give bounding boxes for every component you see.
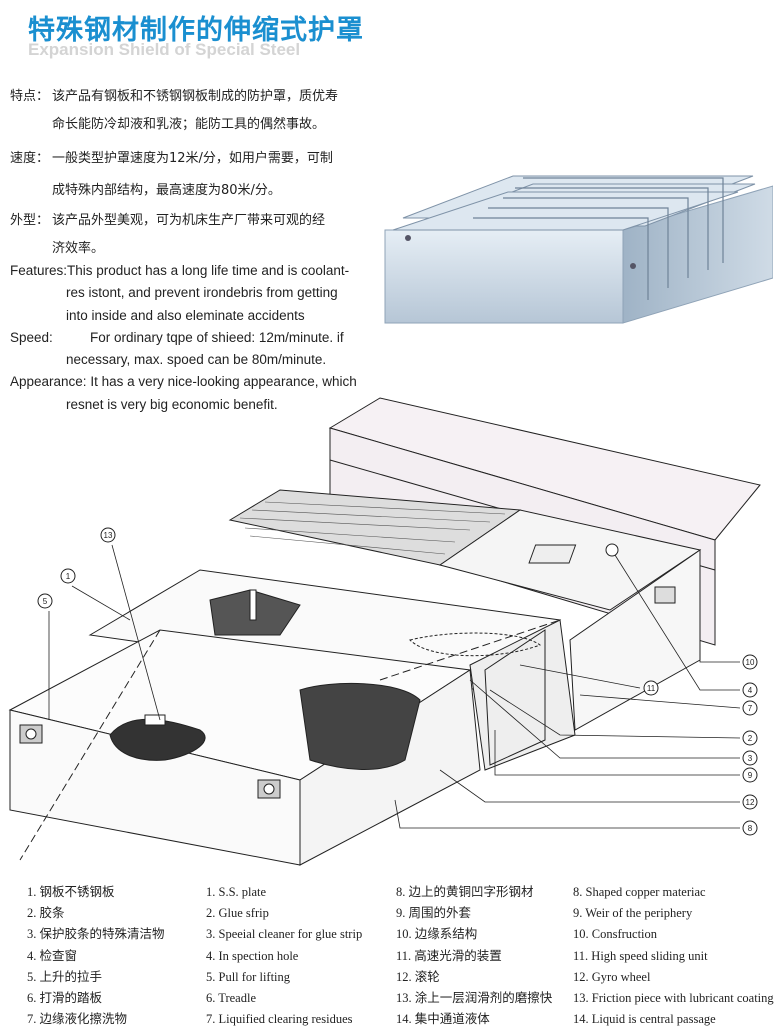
callout-13: 13 <box>104 531 113 540</box>
en-features-line: This product has a long life time and is… <box>67 263 350 278</box>
cn-appearance-label: 外型： <box>10 213 50 228</box>
en-features-line: res istont, and prevent irondebris from … <box>66 285 338 301</box>
legend-en-left: 1. S.S. plate 2. Glue sfrip 3. Speeial c… <box>206 882 362 1030</box>
callout-10: 10 <box>746 658 755 667</box>
legend-item: 11. 高速光滑的装置 <box>396 948 502 963</box>
cn-speed: 速度：一般类型护罩速度为12米/分，如用户需要，可制 成特殊内部结构，最高速度为… <box>10 150 333 200</box>
legend-item: 12. Gyro wheel <box>573 969 651 984</box>
legend-item: 3. Speeial cleaner for glue strip <box>206 927 363 942</box>
en-appearance-line: It has a very nice-looking appearance, w… <box>90 374 357 390</box>
legend-item: 8. Shaped copper materiac <box>573 885 706 899</box>
legend-item: 14. 集中通道液体 <box>396 1012 490 1027</box>
cn-features-line: 命长能防冷却液和乳液；能防工具的偶然事故。 <box>52 117 326 132</box>
legend-item: 4. In spection hole <box>206 948 299 963</box>
en-appearance-line: resnet is very big economic benefit. <box>66 396 278 412</box>
cn-speed-label: 速度： <box>10 151 50 166</box>
legend-item: 8. 边上的黄铜凹字形钢材 <box>396 885 534 899</box>
callout-5: 5 <box>43 597 48 606</box>
en-features-line: into inside and also eleminate accidents <box>66 307 305 323</box>
cn-features-line: 该产品有钢板和不锈钢钢板制成的防护罩，质优寿 <box>52 89 339 104</box>
cn-appearance: 外型：该产品外型美观，可为机床生产厂带来可观的经 济效率。 <box>10 212 325 258</box>
en-appearance-label: Appearance: <box>10 374 87 390</box>
cn-features-label: 特点： <box>10 89 50 104</box>
legend-item: 14. Liquid is central passage <box>573 1012 716 1027</box>
callout-7: 7 <box>748 704 753 713</box>
page-subtitle: Expansion Shield of Special Steel <box>28 40 301 59</box>
product-photo <box>384 175 773 324</box>
legend-item: 3. 保护胶条的特殊清洁物 <box>27 927 165 942</box>
en-features-label: Features: <box>10 263 68 278</box>
en-speed-line: For ordinary tqpe of shieed: 12m/minute.… <box>90 329 344 345</box>
callout-11: 11 <box>647 684 656 693</box>
legend-item: 11. High speed sliding unit <box>573 948 708 963</box>
legend-item: 9. 周围的外套 <box>396 906 472 921</box>
legend-cn-right: 8. 边上的黄铜凹字形钢材 9. 周围的外套 10. 边缘系结构 11. 高速光… <box>396 882 552 1030</box>
legend-item: 2. 胶条 <box>27 906 65 921</box>
legend-item: 2. Glue sfrip <box>206 906 269 921</box>
legend-item: 5. Pull for lifting <box>206 969 291 984</box>
callout-12: 12 <box>746 798 755 807</box>
cn-appearance-line: 济效率。 <box>52 241 105 256</box>
en-specs: Features:This product has a long life ti… <box>10 260 357 416</box>
legend-item: 5. 上升的拉手 <box>27 969 103 984</box>
cn-speed-line: 成特殊内部结构，最高速度为80米/分。 <box>52 183 281 198</box>
callout-3: 3 <box>748 754 753 763</box>
legend-item: 10. 边缘系结构 <box>396 927 478 942</box>
legend-item: 6. Treadle <box>206 991 256 1006</box>
callout-4: 4 <box>748 686 753 695</box>
legend-item: 7. Liquified clearing residues <box>206 1012 353 1027</box>
callout-9: 9 <box>748 771 753 780</box>
legend-item: 1. 钢板不锈钢板 <box>27 885 115 899</box>
legend-item: 4. 检查窗 <box>27 948 78 963</box>
cn-speed-line: 一般类型护罩速度为12米/分，如用户需要，可制 <box>52 151 333 166</box>
cn-features: 特点：该产品有钢板和不锈钢钢板制成的防护罩，质优寿 命长能防冷却液和乳液；能防工… <box>10 88 338 134</box>
legend-cn-left: 1. 钢板不锈钢板 2. 胶条 3. 保护胶条的特殊清洁物 4. 检查窗 5. … <box>27 882 165 1030</box>
callout-2: 2 <box>748 734 753 743</box>
legend-item: 13. 涂上一层润滑剂的磨擦快 <box>396 991 553 1006</box>
legend-item: 1. S.S. plate <box>206 885 267 899</box>
page-title: 特殊钢材制作的伸缩式护罩 <box>28 15 364 46</box>
structure-diagram: 13 1 5 10 4 7 11 2 3 9 12 8 <box>8 397 761 866</box>
en-speed-label: Speed: <box>10 329 53 345</box>
legend-item: 10. Consfruction <box>573 927 658 942</box>
legend-item: 6. 打滑的踏板 <box>27 991 103 1006</box>
legend-item: 9. Weir of the periphery <box>573 906 693 921</box>
legend-en-right: 8. Shaped copper materiac 9. Weir of the… <box>573 882 774 1030</box>
en-speed-line: necessary, max. spoed can be 80m/minute. <box>66 352 327 368</box>
legend-item: 13. Friction piece with lubricant coatin… <box>573 991 774 1006</box>
legend-item: 12. 滚轮 <box>396 969 440 984</box>
cn-appearance-line: 该产品外型美观，可为机床生产厂带来可观的经 <box>52 213 326 228</box>
callout-8: 8 <box>748 824 753 833</box>
legend-item: 7. 边缘液化擦洗物 <box>27 1012 128 1027</box>
callout-1: 1 <box>66 572 71 581</box>
